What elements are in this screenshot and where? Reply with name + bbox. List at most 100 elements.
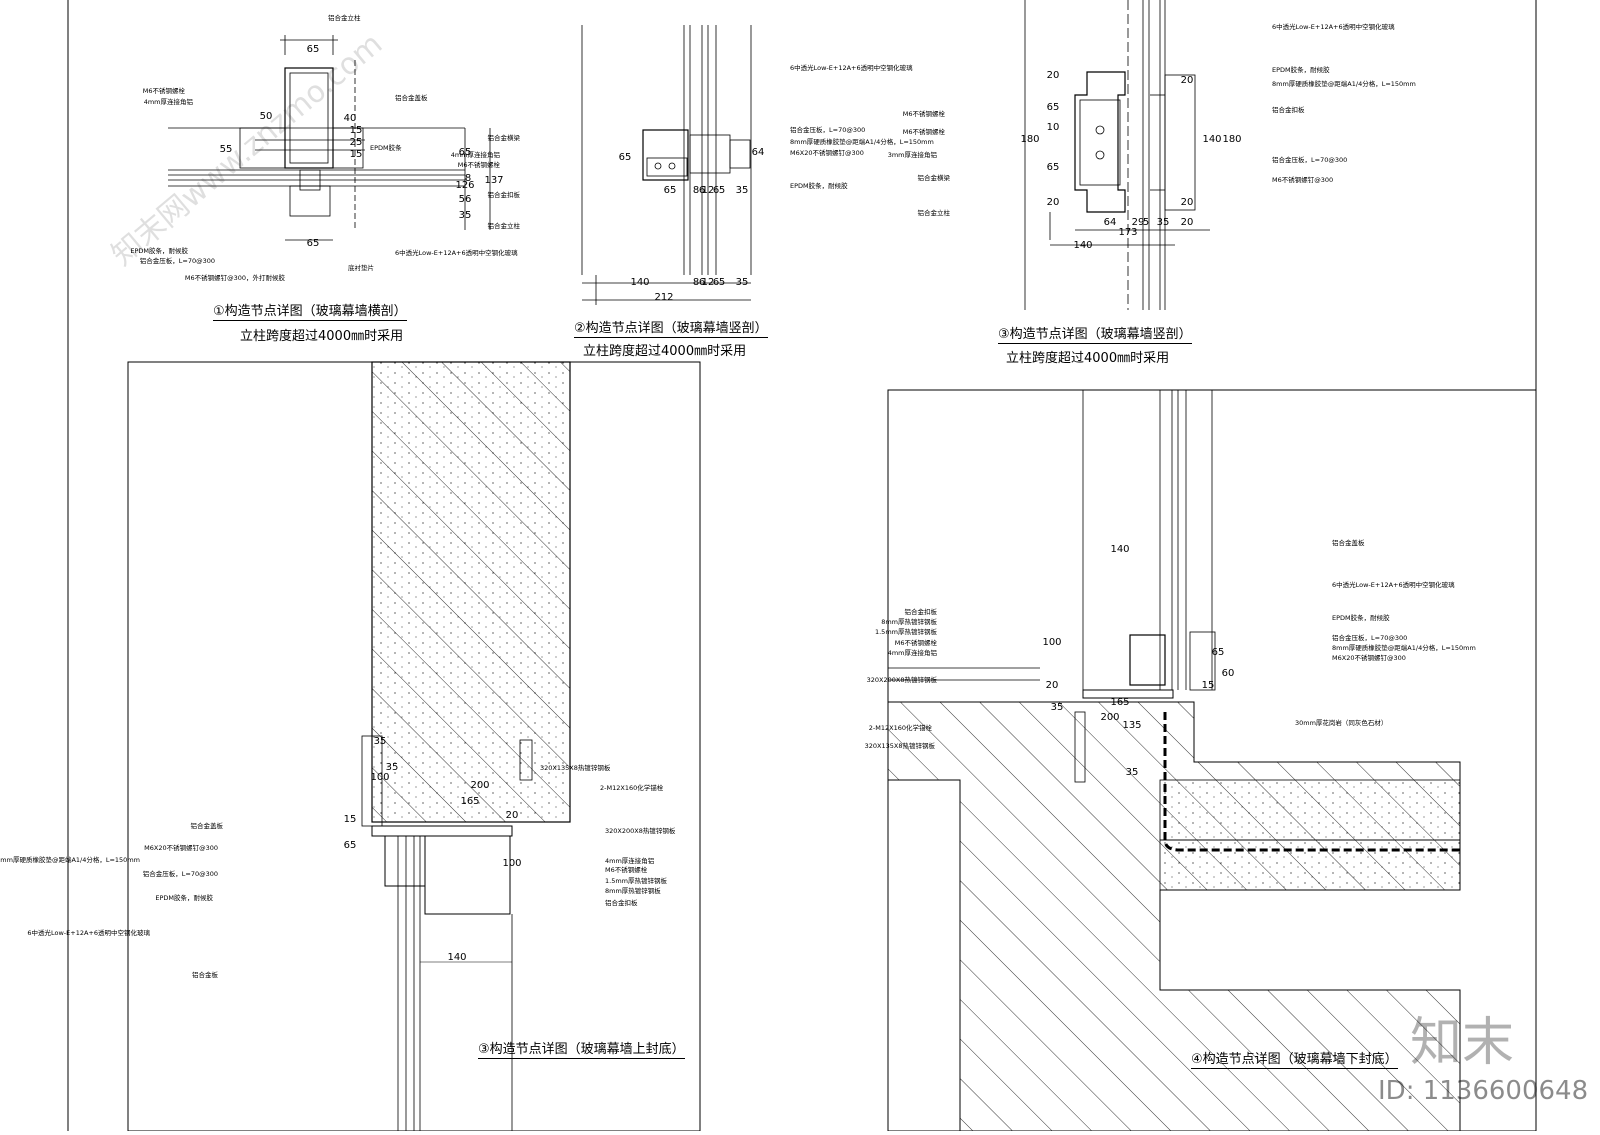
dimension-text: 55 — [220, 144, 233, 155]
caption-detail-3-subtitle: 立柱跨度超过4000㎜时采用 — [1006, 351, 1170, 366]
dimension-text: 65 — [307, 44, 320, 55]
callout-label: M6不锈钢螺栓 — [458, 160, 501, 169]
dimension-text: 35 — [736, 185, 749, 196]
callout-label: 铝合金盖板 — [1332, 538, 1365, 547]
dimension-text: 8 — [465, 173, 471, 184]
dimension-text: 173 — [1118, 227, 1137, 238]
dimension-text: 35 — [459, 210, 472, 221]
dimension-text: 137 — [484, 175, 503, 186]
callout-label: M6X20不锈钢螺钉@300 — [790, 148, 864, 157]
callout-label: M6不锈钢螺钉@300，外打耐候胶 — [185, 273, 286, 282]
callout-label: M6不锈钢螺栓 — [605, 865, 648, 874]
callout-label: 320X200X8热镀锌钢板 — [605, 826, 676, 835]
dimension-text: 12 — [702, 277, 715, 288]
caption-detail-2: ②构造节点详图（玻璃幕墙竖剖） — [574, 317, 768, 338]
dimension-text: 64 — [752, 147, 765, 158]
callout-label: 8mm厚硬质橡胶垫@距端A1/4分格，L=150mm — [1272, 79, 1416, 88]
caption-detail-2-subtitle: 立柱跨度超过4000㎜时采用 — [583, 344, 747, 359]
dimension-text: 100 — [502, 858, 521, 869]
dimension-text: 20 — [1181, 197, 1194, 208]
dimension-text: 15 — [1202, 680, 1215, 691]
callout-label: 320X135X8热镀锌钢板 — [540, 763, 611, 772]
dimension-text: 60 — [1222, 668, 1235, 679]
callout-label: 铝合金立柱 — [328, 13, 361, 22]
callout-label: 铝合金盖板 — [191, 821, 224, 830]
dimension-text: 65 — [1047, 102, 1060, 113]
caption-detail-5-title: ④构造节点详图（玻璃幕墙下封底） — [1191, 1052, 1398, 1069]
detail-1-horizontal-section — [168, 35, 491, 241]
callout-label: 320X135X8热镀锌钢板 — [865, 741, 936, 750]
dimension-text: 200 — [470, 780, 489, 791]
dimension-text: 180 — [1020, 134, 1039, 145]
callout-label: EPDM胶条，耐候胶 — [790, 181, 848, 190]
callout-label: 铝合金扣板 — [605, 898, 638, 907]
dimension-text: 65 — [664, 185, 677, 196]
caption-detail-1-subtitle: 立柱跨度超过4000㎜时采用 — [240, 329, 404, 344]
callout-label: 4mm厚连接角铝 — [888, 648, 937, 657]
dimension-text: 212 — [654, 292, 673, 303]
callout-label: 30mm厚花岗岩（同灰色石材） — [1295, 718, 1387, 727]
callout-label: 铝合金立柱 — [918, 208, 951, 217]
dimension-text: 165 — [460, 796, 479, 807]
callout-label: 铝合金扣板 — [488, 190, 521, 199]
dimension-text: 15 — [350, 125, 363, 136]
detail-4-top-closure — [127, 361, 701, 1132]
dimension-text: 100 — [1042, 637, 1061, 648]
dimension-text: 20 — [1047, 197, 1060, 208]
dimension-text: 126 — [455, 180, 474, 191]
dimension-text: 65 — [1047, 162, 1060, 173]
dimension-text: 15 — [344, 814, 357, 825]
callout-label: 铝合金压板，L=70@300 — [140, 256, 215, 265]
dimension-text: 6 — [699, 185, 705, 196]
dimension-text: 135 — [1122, 720, 1141, 731]
dimension-text: 140 — [1202, 134, 1221, 145]
caption-detail-3: ③构造节点详图（玻璃幕墙竖剖） — [998, 323, 1192, 344]
watermark-id: ID: 1136600648 — [1378, 1076, 1589, 1106]
caption-detail-4-title: ③构造节点详图（玻璃幕墙上封底） — [478, 1042, 685, 1059]
callout-label: 8mm厚硬质橡胶垫@距端A1/4分格，L=150mm — [790, 137, 934, 146]
dimension-text: 35 — [1126, 767, 1139, 778]
caption-detail-4: ③构造节点详图（玻璃幕墙上封底） — [478, 1038, 685, 1059]
caption-detail-3-title: ③构造节点详图（玻璃幕墙竖剖） — [998, 327, 1192, 344]
dimension-text: 20 — [1181, 75, 1194, 86]
callout-label: 6中透光Low-E+12A+6透明中空钢化玻璃 — [395, 248, 518, 257]
callout-label: 6中透光Low-E+12A+6透明中空钢化玻璃 — [1332, 580, 1455, 589]
dimension-text: 29 — [1132, 217, 1145, 228]
dimension-text: 65 — [1212, 647, 1225, 658]
detail-3-vertical-section — [1024, 0, 1210, 310]
dimension-text: 20 — [1181, 217, 1194, 228]
callout-label: EPDM胶条，耐候胶 — [1272, 65, 1330, 74]
dimension-text: 140 — [630, 277, 649, 288]
detail-5-bottom-closure — [887, 389, 1537, 1132]
callout-label: 8mm厚硬质橡胶垫@距端A1/4分格，L=150mm — [0, 855, 140, 864]
dimension-text: 180 — [1222, 134, 1241, 145]
dimension-text: 40 — [344, 113, 357, 124]
dimension-text: 35 — [736, 277, 749, 288]
callout-label: 铝合金立柱 — [488, 221, 521, 230]
dimension-text: 20 — [1047, 70, 1060, 81]
dimension-text: 5 — [1143, 217, 1149, 228]
dimension-text: 35 — [1051, 702, 1064, 713]
callout-label: 铝合金压板，L=70@300 — [790, 125, 865, 134]
callout-label: M6X20不锈钢螺钉@300 — [1332, 653, 1406, 662]
callout-label: 4mm厚连接角铝 — [144, 97, 193, 106]
dimension-text: 20 — [506, 810, 519, 821]
callout-label: 铝合金扣板 — [1272, 105, 1305, 114]
callout-label: 铝合金横梁 — [918, 173, 951, 182]
dimension-text: 200 — [1100, 712, 1119, 723]
dimension-text: 12 — [702, 185, 715, 196]
callout-label: 6中透光Low-E+12A+6透明中空钢化玻璃 — [27, 928, 150, 937]
dimension-text: 65 — [344, 840, 357, 851]
callout-label: 8mm厚热镀锌钢板 — [881, 617, 937, 626]
callout-label: 铝合金扣板 — [905, 607, 938, 616]
callout-label: 3mm厚连接角铝 — [888, 150, 937, 159]
dimension-text: 140 — [1073, 240, 1092, 251]
dimension-text: 8 — [693, 277, 699, 288]
callout-label: 铝合金盖板 — [395, 93, 428, 102]
dimension-text: 165 — [1110, 697, 1129, 708]
dimension-text: 5 — [719, 185, 725, 196]
dimension-text: 35 — [374, 736, 387, 747]
